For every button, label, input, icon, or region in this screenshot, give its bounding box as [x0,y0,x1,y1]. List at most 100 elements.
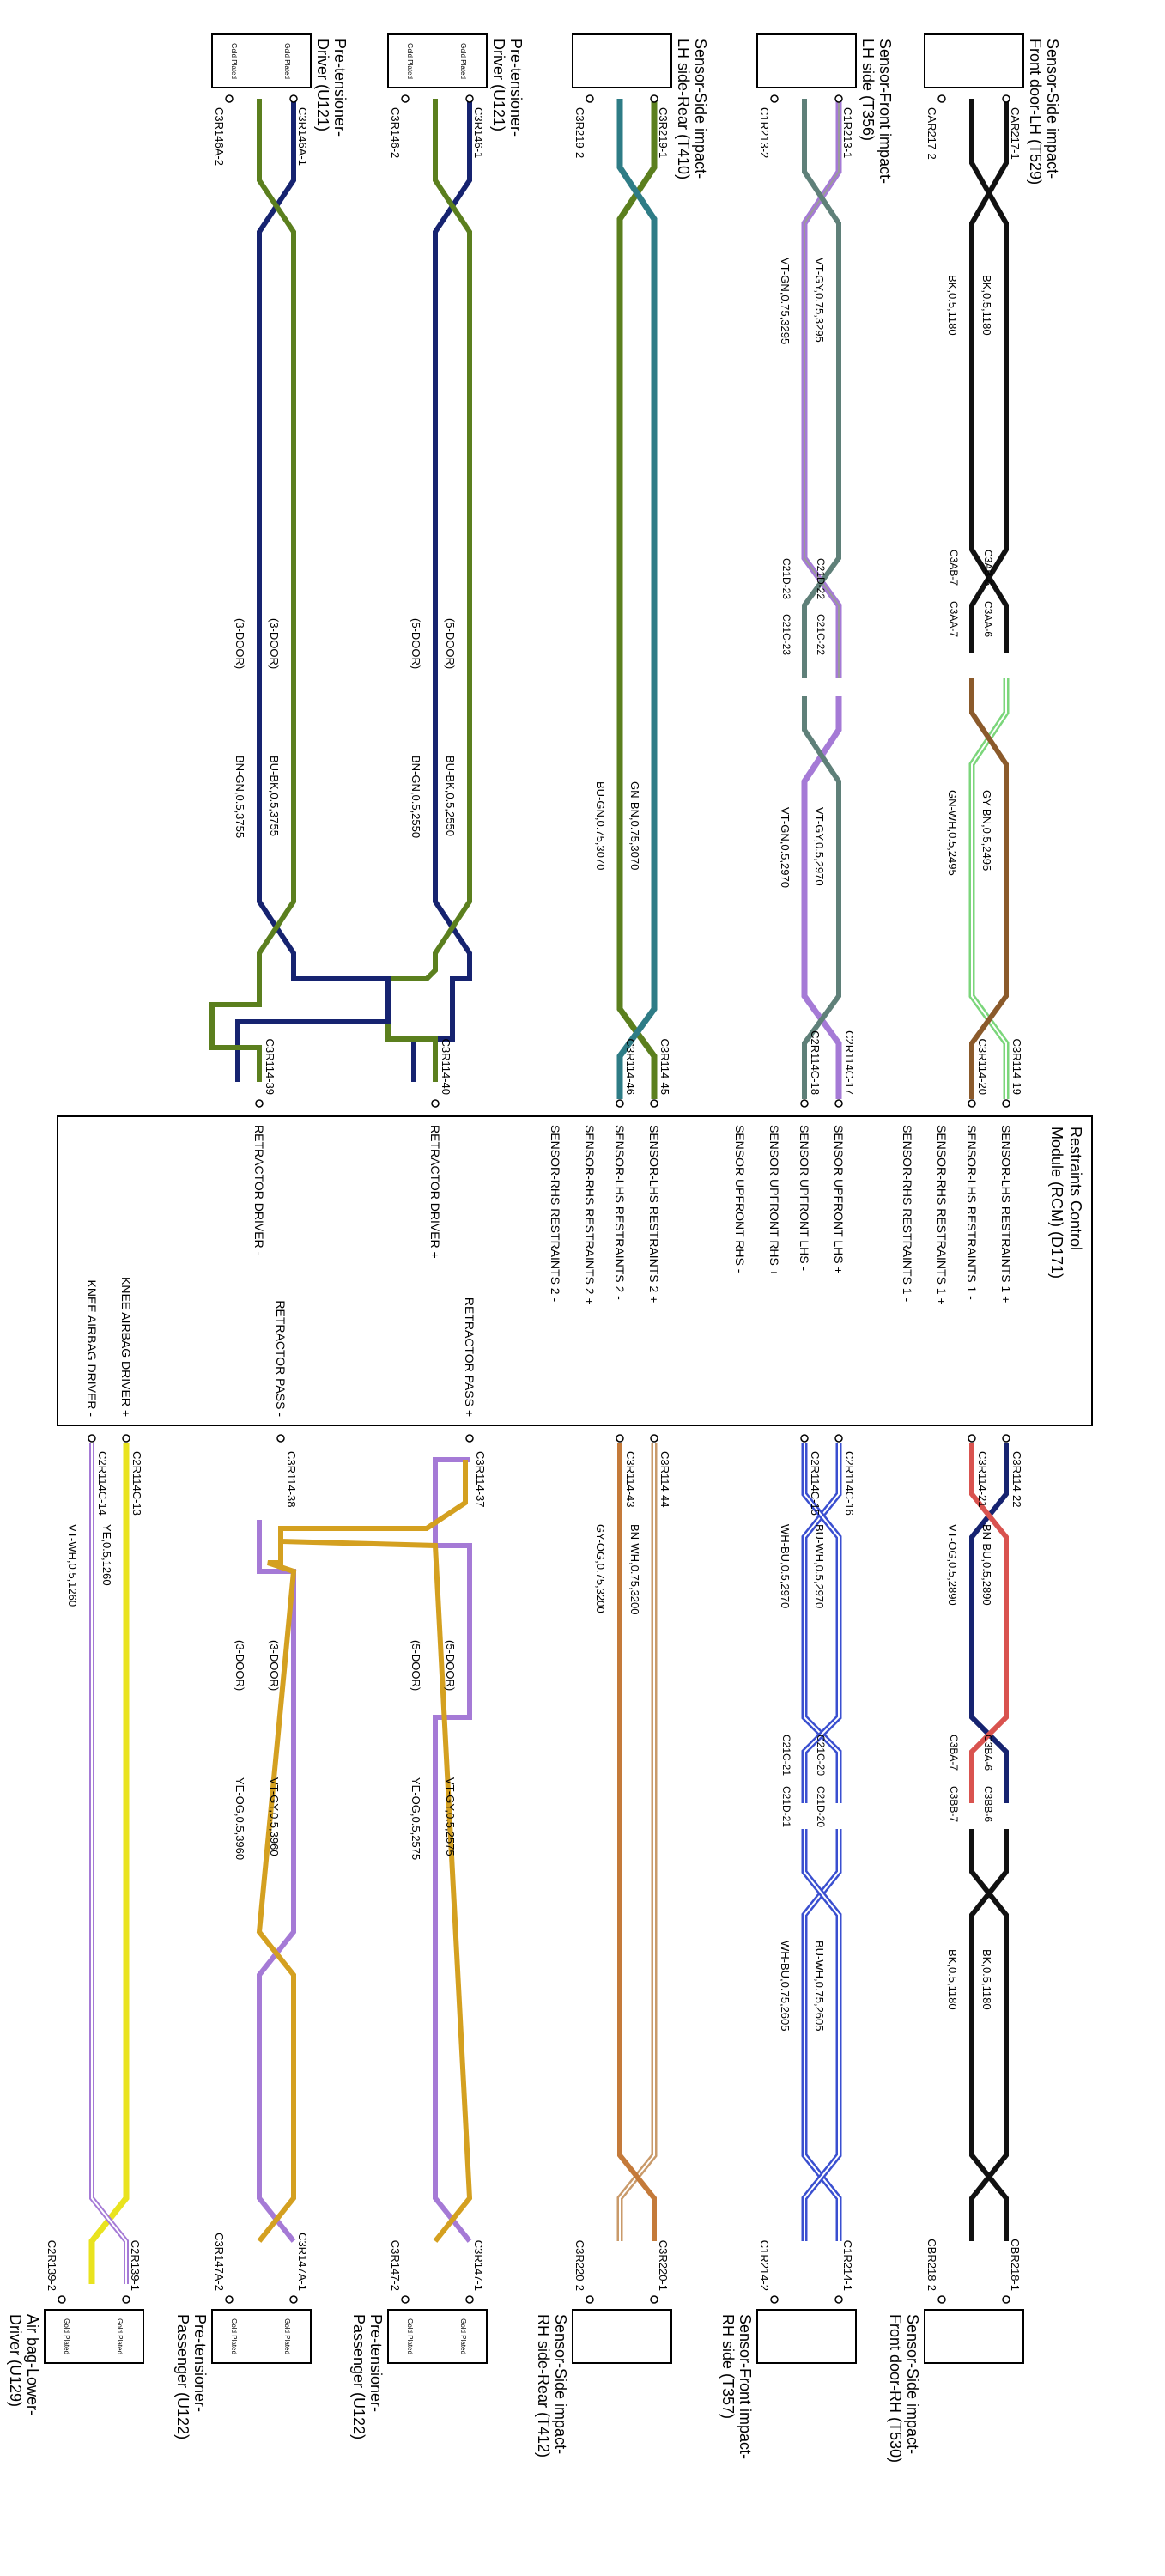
pin-terminal [834,2295,843,2304]
rcm-pin-label: C3R114-46 [624,1038,637,1095]
pin-label: CBR218-1 [1009,2239,1022,2291]
component-box [924,2309,1024,2364]
rcm-pin-labels-bottom: RETRACTOR PASS +RETRACTOR PASS -KNEE AIR… [85,1277,476,1417]
component-T356: Sensor-Front impact-LH side (T356)C1R213… [756,33,894,184]
inline-connectors: C3AB-6 C3AA-6 C3AB-7 C3AA-7 C21D-22 C21C… [780,550,994,1827]
wire-u121a-a [411,99,472,1082]
pin-terminal [800,1099,809,1108]
pin-label: CAR217-1 [1009,107,1022,160]
rcm-pin-label: KNEE AIRBAG DRIVER - [85,1280,99,1418]
rcm-connector-right: C3R114-22C3R114-21C2R114C-16C2R114C-15C3… [88,1434,1023,1516]
pin-label: C2R139-2 [46,2240,58,2291]
inline-lhdoor-1: C3AB-6 [982,550,994,586]
right-components: Sensor-Side impact-Front door-RH (T530)C… [7,2233,1024,2463]
pin-label: C3R146-1 [472,107,485,158]
rcm-pin-label: C2R114C-16 [843,1451,856,1516]
wire-label-rhimp-a: BU-WH,0.5,2970 [813,1524,826,1608]
rcm-pin-label: SENSOR-LHS RESTRAINTS 1 + [999,1125,1013,1303]
component-name: Sensor-Side impact- [904,2314,921,2454]
pin-label: C1R214-1 [841,2240,854,2291]
rcm-box [57,1115,1093,1426]
component-T530: Sensor-Side impact-Front door-RH (T530)C… [887,2239,1024,2463]
wire-rh-b [969,1443,1009,1803]
rcm-pin-label: C3R114-22 [1010,1451,1023,1508]
pin-terminal [289,2295,298,2304]
pin-terminal [225,94,234,103]
wire-u121a-b [385,99,472,1082]
variant-u121b-a: (3-DOOR) [268,618,281,669]
variant-u121a-b: (5-DOOR) [410,618,422,669]
wire-label-rh-a: BN-BU,0.5,2890 [980,1524,993,1606]
pin-label: C3R147A-1 [296,2233,309,2291]
rcm-pin-label: SENSOR-RHS RESTRAINTS 2 + [583,1125,597,1305]
component-name: Passenger (U122) [350,2314,367,2439]
component-name: Sensor-Front impact- [737,2314,754,2459]
rcm-pin-label: C3R114-38 [285,1451,298,1508]
pin-terminal [1002,1099,1010,1108]
wire-t530-b [969,1829,1009,2241]
component-name: Pre-tensioner- [367,2314,385,2412]
pin-terminal [937,2295,946,2304]
component-box [756,2309,857,2364]
pin-terminal [834,1099,843,1108]
rcm-pin-label: RETRACTOR DRIVER - [252,1125,266,1256]
inline-rhimp-1: C21C-20 [815,1735,827,1776]
pin-terminal [276,1434,285,1443]
wire-label-u122a-b: YE-OG,0.5,2575 [410,1777,422,1860]
pin-label: CBR218-2 [925,2239,938,2291]
wire-label-u129-b: VT-WH,0.5,1260 [66,1524,79,1607]
gold-plated-label: Gold Plated [406,43,414,79]
component-name: Pre-tensioner- [507,39,525,137]
wire-label-t529-a: BK,0.5,1180 [980,275,993,336]
component-box [572,2309,672,2364]
rcm-pin-label: C3R114-40 [440,1038,452,1095]
rcm-pin-label: SENSOR UPFRONT RHS - [733,1125,747,1273]
pin-label: CAR217-2 [925,107,938,160]
rcm-pin-label: C3R114-19 [1010,1038,1023,1095]
wire-u121b-a [235,99,391,1082]
component-name: Pre-tensioner- [331,39,349,137]
rcm-pin-labels-top: SENSOR-LHS RESTRAINTS 1 +SENSOR-LHS REST… [252,1125,1013,1305]
left-components: Sensor-Side impact-Front door-LH (T529)C… [211,33,1061,185]
rcm-pin-label: KNEE AIRBAG DRIVER + [119,1277,133,1417]
wire-label-lhimp-a: VT-GY,0.5,2970 [813,807,826,886]
inline-lhdoor-3: C3AB-7 [948,550,960,586]
wire-label-rhimp-b: WH-BU,0.5,2970 [779,1524,792,1608]
component-T357: Sensor-Front impact-RH side (T357)C1R214… [719,2240,857,2459]
inline-rhdoor-1: C3BA-6 [982,1735,994,1771]
pin-terminal [122,2295,130,2304]
wire-label-lhimp-b: VT-GN,0.5,2970 [779,807,792,888]
wire-lhdoor-b [969,678,1009,1099]
pin-label: C3R147-2 [389,2240,402,2291]
component-box [211,33,312,88]
wire-label-t412-a: BN-WH,0.75,3200 [628,1524,641,1615]
wire-label-t529-b: BK,0.5,1180 [946,275,959,336]
pin-terminal [225,2295,234,2304]
pin-terminal [770,94,779,103]
rcm-pin-label: C2R114C-15 [809,1451,822,1516]
pin-label: C3R147A-2 [213,2233,226,2291]
pin-label: C1R214-2 [758,2240,771,2291]
wire-label-t410-a: GN-BN,0.75,3070 [628,781,641,870]
variant-u121b-b: (3-DOOR) [234,618,246,669]
pin-terminal [834,1434,843,1443]
wire-t356-b [802,99,841,678]
pin-terminal [465,2295,474,2304]
wire-t530-a [969,1829,1009,2241]
pin-terminal [431,1099,440,1108]
gold-plated-label: Gold Plated [230,2318,238,2354]
wire-label-u121a-b: BN-GN,0.5,2550 [410,756,422,838]
pin-label: C2R139-1 [129,2240,142,2291]
pin-label: C3R220-2 [573,2240,586,2291]
rcm-pin-label: C3R114-43 [624,1451,637,1508]
inline-lhimp-2: C21C-22 [815,614,827,655]
wire-label-t356-b: VT-GN,0.75,3295 [779,258,792,344]
rcm-pin-label: SENSOR UPFRONT LHS - [798,1125,811,1271]
inline-lhimp-4: C21C-23 [780,614,792,655]
rcm-pin-label: SENSOR UPFRONT RHS + [768,1125,781,1276]
inline-rhdoor-4: C3BB-7 [948,1786,960,1822]
rcm-pin-label: C2R114C-13 [130,1451,143,1516]
